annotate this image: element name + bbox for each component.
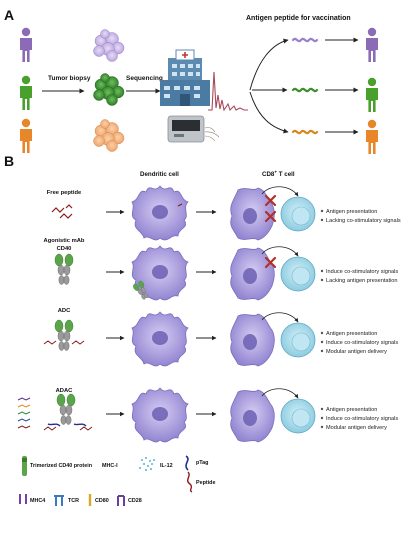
row2-antibody-icon [54, 253, 74, 285]
row4-peptide-icon [43, 426, 93, 431]
svg-text:Antigen presentation: Antigen presentation [326, 407, 377, 413]
row3-dendritic-cell [131, 311, 189, 367]
free-peptide-icon [51, 204, 73, 219]
row3-label: ADC [58, 308, 71, 314]
mhc1-legend-label: MHC-I [102, 463, 118, 469]
tumor-cells-green-icon [93, 73, 125, 106]
mhc2-legend-label: MHC4 [30, 498, 45, 504]
patient-orange-right-icon [366, 119, 378, 154]
row4-outcomes: Antigen presentation Induce co-stimulato… [320, 407, 398, 431]
branch-arrow-top [249, 38, 289, 91]
row3-synapse [230, 313, 316, 367]
row3-outcomes: Antigen presentation Induce co-stimulato… [320, 331, 398, 355]
cd40-legend-label: Trimerized CD40 protein [30, 463, 92, 469]
peptide-orange-icon [291, 129, 319, 135]
panel-a-label: A [4, 7, 14, 23]
svg-text:Induce co-stimulatory signals: Induce co-stimulatory signals [326, 416, 398, 422]
svg-text:Induce co-stimulatory signals: Induce co-stimulatory signals [326, 269, 398, 275]
peptide-legend-icon [187, 471, 193, 493]
col-tcell-label: CD8+ T cell [262, 170, 295, 179]
row3-signal-arc [261, 312, 299, 323]
hospital-icon [160, 49, 210, 106]
cd28-legend-icon [117, 495, 125, 506]
row2-signal-arc [261, 246, 299, 257]
row4-dendritic-cell [131, 387, 189, 443]
sequencing-peaks [208, 71, 248, 112]
tcr-legend-label: TCR [68, 498, 79, 504]
row1-signal-arc [261, 186, 299, 197]
peptide-green-icon [291, 87, 319, 93]
cd40-legend-icon [22, 456, 27, 476]
legend: Trimerized CD40 protein MHC-I IL-12 pTag… [19, 455, 215, 506]
patient-green-right-icon [366, 77, 378, 112]
ptag-legend-label: pTag [196, 460, 208, 466]
row1-label: Free peptide [47, 190, 82, 196]
tcr-legend-icon [54, 495, 64, 506]
svg-text:Antigen presentation: Antigen presentation [326, 209, 377, 215]
patient-purple-right-icon [366, 27, 378, 62]
svg-text:Antigen presentation: Antigen presentation [326, 331, 377, 337]
row4-signal-arc [261, 388, 299, 399]
patient-purple-icon [20, 27, 32, 62]
col-dendritic-label: Dendritic cell [140, 171, 179, 178]
il12-legend-icon [139, 457, 155, 471]
biopsy-label: Tumor biopsy [48, 75, 91, 82]
row4-peptide-mix-icon [17, 397, 31, 429]
svg-text:Modular antigen delivery: Modular antigen delivery [326, 349, 387, 355]
row3-antibody-icon [54, 319, 74, 351]
row4-synapse [230, 389, 316, 443]
tumor-cells-orange-icon [93, 119, 125, 152]
row2-cross-icon [264, 256, 277, 269]
il12-legend-label: IL-12 [160, 463, 173, 469]
patient-green-icon [20, 75, 32, 110]
sequencer-icon [167, 115, 220, 143]
row4-label: ADAC [56, 388, 74, 394]
row3-peptide-icon [43, 340, 85, 345]
ptag-legend-icon [185, 455, 189, 471]
patient-orange-icon [20, 118, 32, 153]
row2-outcomes: Induce co-stimulatory signals Lacking an… [320, 269, 398, 284]
svg-text:Lacking co-stimulatory signals: Lacking co-stimulatory signals [326, 218, 401, 224]
mhc2-legend-icon [19, 494, 27, 504]
vaccine-title: Antigen peptide for vaccination [246, 15, 351, 22]
peptide-legend-label: Peptide [196, 480, 215, 486]
branch-arrow-bottom [249, 91, 289, 134]
tumor-cells-purple-icon [93, 29, 125, 62]
svg-text:Induce co-stimulatory signals: Induce co-stimulatory signals [326, 340, 398, 346]
peptide-purple-icon [291, 37, 319, 43]
row2-synapse [230, 247, 316, 301]
svg-text:Modular antigen delivery: Modular antigen delivery [326, 425, 387, 431]
cd80-legend-label: CD80 [95, 498, 109, 504]
cd28-legend-label: CD28 [128, 498, 142, 504]
row4-ptag-icon [47, 423, 87, 427]
sequencing-label: Sequencing [126, 75, 163, 82]
row4-antibody-icon [56, 393, 76, 425]
svg-text:Lacking antigen presentation: Lacking antigen presentation [326, 278, 398, 284]
row1-outcomes: Antigen presentation Lacking co-stimulat… [320, 209, 401, 224]
row1-dendritic-cell [131, 185, 189, 241]
row1-dc-receptors [177, 203, 183, 207]
row1-cross-icon [264, 194, 277, 223]
panel-b-label: B [4, 153, 14, 169]
